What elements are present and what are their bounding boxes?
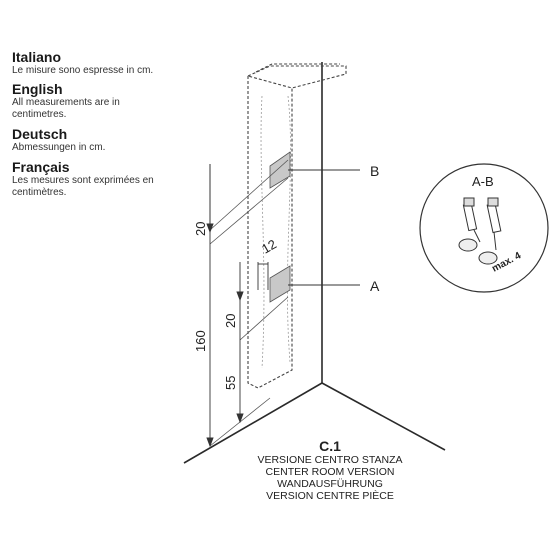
lang-title: Italiano (12, 49, 62, 65)
caption-line: WANDAUSFÜHRUNG (277, 478, 383, 490)
leader-lines (288, 169, 360, 286)
dimension-lines (206, 164, 269, 448)
radiator-panel (260, 95, 291, 369)
caption-line: VERSION CENTRE PIÈCE (266, 490, 394, 502)
lang-title: Deutsch (12, 126, 68, 142)
dim-20-upper: 20 (193, 222, 208, 236)
label-a: A (370, 278, 380, 294)
valve-detail: A-B max. 4 (419, 163, 549, 293)
caption-line: CENTER ROOM VERSION (265, 466, 395, 478)
dim-160: 160 (193, 330, 208, 352)
dim-55: 55 (223, 376, 238, 390)
label-b: B (370, 163, 379, 179)
caption-line: VERSIONE CENTRO STANZA (257, 454, 403, 466)
lang-text: Abmessungen in cm. (12, 142, 106, 153)
lang-francais: Français Les mesures sont exprimées en c… (12, 160, 172, 199)
wall-corner (183, 62, 446, 464)
radiator-outline (247, 63, 347, 389)
lang-text: All measurements are in centimetres. (12, 97, 120, 120)
connection-box-b (269, 151, 291, 189)
lang-title: Français (12, 159, 70, 175)
valve-icon (458, 197, 502, 265)
caption-code: C.1 (319, 438, 341, 454)
extension-lines (209, 159, 289, 447)
lang-italiano: Italiano Le misure sono espresse in cm. (12, 50, 172, 77)
connection-box-a (269, 265, 291, 303)
lang-text: Le misure sono espresse in cm. (12, 65, 154, 76)
lang-text: Les mesures sont exprimées en centimètre… (12, 175, 154, 198)
lang-title: English (12, 81, 63, 97)
lang-deutsch: Deutsch Abmessungen in cm. (12, 127, 172, 154)
caption: C.1 VERSIONE CENTRO STANZA CENTER ROOM V… (230, 438, 430, 502)
dim-20-lower: 20 (223, 314, 238, 328)
detail-label: A-B (472, 174, 494, 189)
lang-english: English All measurements are in centimet… (12, 82, 172, 121)
dim-12: 12 (259, 236, 279, 256)
